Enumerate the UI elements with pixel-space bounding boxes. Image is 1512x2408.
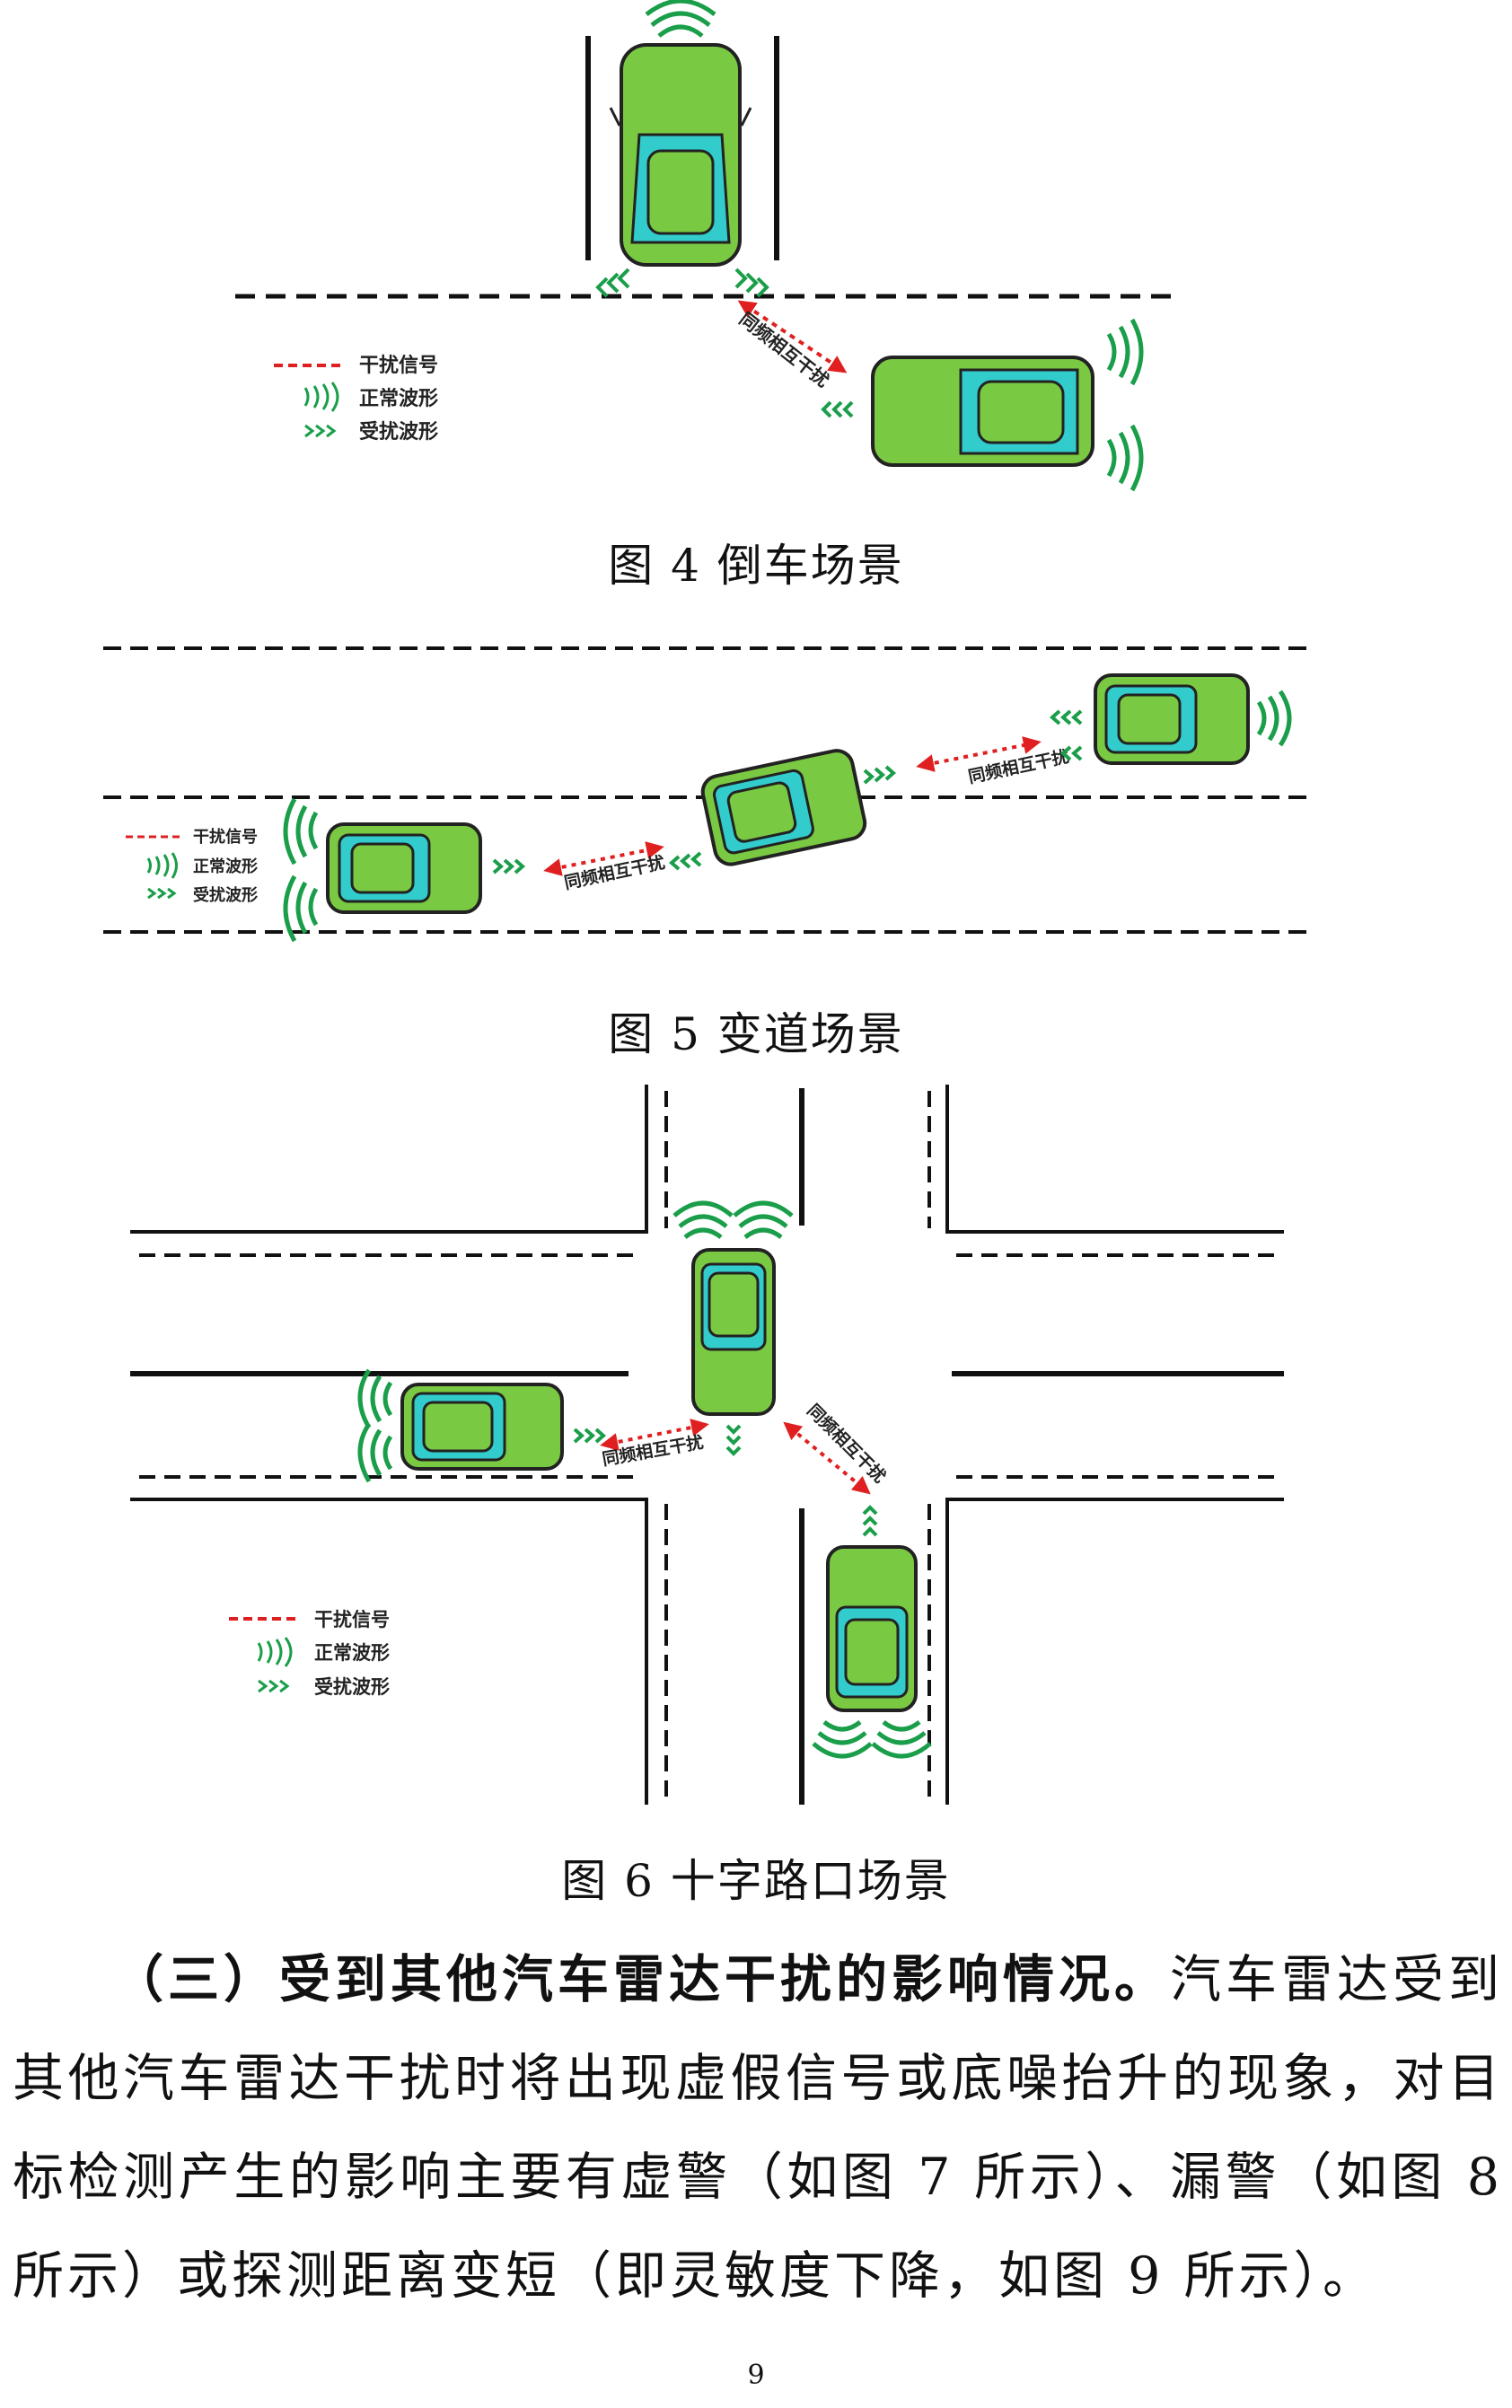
- legend-interference: 干扰信号: [314, 1609, 390, 1630]
- section-heading: （三）受到其他汽车雷达干扰的影响情况。: [111, 1950, 1170, 2009]
- figure-4-caption: 图 4 倒车场景: [608, 540, 904, 592]
- disturbed-wave-icon: [668, 765, 897, 871]
- normal-wave-icon: [645, 0, 716, 38]
- interference-signal-line: [737, 300, 848, 374]
- page-number: 9: [747, 2360, 765, 2391]
- car-bottom: [826, 1545, 918, 1712]
- interference-signal-line: [783, 1421, 871, 1495]
- interference-signal-line: [543, 841, 664, 876]
- legend-interference: 干扰信号: [193, 827, 258, 847]
- disturbed-wave-icon: [862, 1505, 878, 1537]
- legend: 干扰信号 正常波形 受扰波形: [274, 354, 438, 444]
- figure-5-lane-change-scene: 同频相互干扰 同频相互干扰 干扰信号 正常波形 受扰波形: [103, 646, 1311, 943]
- normal-wave-icon: [1256, 690, 1292, 747]
- disturbed-wave-icon: [821, 400, 854, 418]
- figure-6-caption: 图 6 十字路口场景: [561, 1855, 951, 1907]
- figure-6-intersection-scene: 同频相互干扰 同频相互干扰 干扰信号 正常波形 受扰波形: [130, 1085, 1284, 1805]
- figure-5-caption: 图 5 变道场景: [608, 1008, 904, 1060]
- disturbed-wave-icon: [573, 1428, 607, 1444]
- mutual-interference-label: 同频相互干扰: [966, 746, 1070, 787]
- legend-normal-wave: 正常波形: [359, 387, 438, 410]
- legend: 干扰信号 正常波形 受扰波形: [229, 1609, 390, 1698]
- figure-4-reversing-scene: 同频相互干扰 干扰信号 正常波形 受扰波形: [235, 0, 1176, 492]
- road-edges: [130, 1085, 1284, 1805]
- normal-wave-icon: [672, 1200, 794, 1240]
- disturbed-wave-icon: [492, 858, 526, 874]
- normal-wave-icon: [357, 1368, 393, 1483]
- interference-signal-line: [916, 736, 1042, 772]
- section-body: 汽车雷达受到其他汽车雷达干扰时将出现虚假信号或底噪抬升的现象，对目标检测产生的影…: [13, 1950, 1503, 2306]
- car-left: [326, 822, 482, 914]
- legend-disturbed-wave: 受扰波形: [359, 420, 438, 444]
- center-lines: [130, 1088, 1284, 1805]
- disturbed-wave-icon: [1049, 709, 1083, 761]
- disturbed-wave-icon: [595, 268, 769, 298]
- legend: 干扰信号 正常波形 受扰波形: [126, 827, 258, 905]
- mutual-interference-label: 同频相互干扰: [735, 308, 833, 391]
- car-reversing: [609, 43, 752, 267]
- legend-disturbed-wave: 受扰波形: [193, 885, 258, 905]
- normal-wave-icon: [283, 797, 319, 943]
- car-left: [400, 1383, 564, 1471]
- car-right: [1094, 673, 1250, 765]
- car-center: [691, 1248, 776, 1416]
- normal-wave-icon: [1106, 318, 1144, 492]
- legend-disturbed-wave: 受扰波形: [314, 1676, 390, 1698]
- mutual-interference-label: 同频相互干扰: [601, 1431, 705, 1469]
- normal-wave-icon: [812, 1719, 932, 1759]
- lane-dashes: [139, 1091, 1279, 1800]
- disturbed-wave-icon: [725, 1424, 742, 1456]
- section-paragraph: （三）受到其他汽车雷达干扰的影响情况。汽车雷达受到其他汽车雷达干扰时将出现虚假信…: [13, 1930, 1503, 2325]
- car-passing: [871, 356, 1094, 467]
- legend-normal-wave: 正常波形: [193, 857, 258, 876]
- legend-interference: 干扰信号: [359, 354, 438, 377]
- car-changing-lane: [700, 749, 867, 866]
- legend-normal-wave: 正常波形: [314, 1642, 390, 1664]
